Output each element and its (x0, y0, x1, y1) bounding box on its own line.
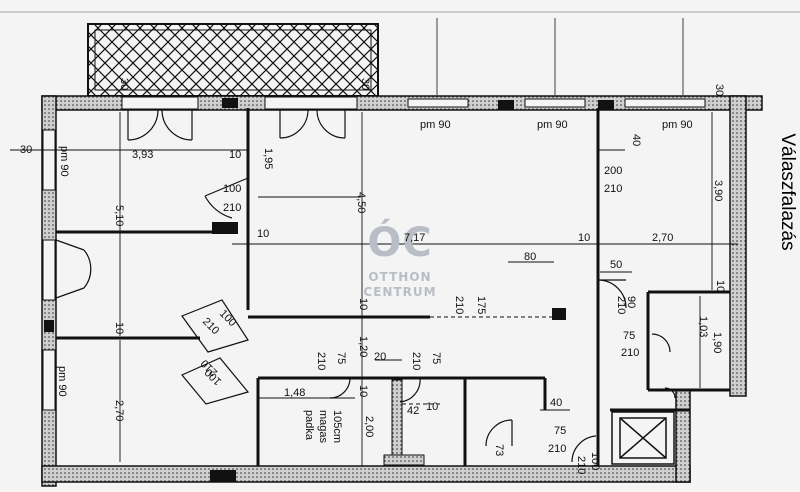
label-100-d: 100 (589, 452, 601, 470)
watermark: ÓC OTTHON CENTRUM (363, 218, 436, 299)
label-pm90-b: pm 90 (537, 119, 568, 131)
label-210-i: 210 (410, 352, 422, 370)
label-2-00: 2,00 (363, 416, 375, 437)
label-73: 73 (493, 444, 505, 456)
label-210-k: 210 (575, 456, 587, 474)
label-210-a: 210 (604, 183, 622, 195)
label-10-d: 10 (714, 280, 726, 292)
label-30-b: 30 (118, 78, 130, 90)
label-75-c: 75 (430, 352, 442, 364)
label-20: 20 (374, 351, 386, 363)
label-175: 175 (475, 296, 487, 314)
wall-openings (42, 96, 706, 411)
label-10-e: 10 (357, 298, 369, 310)
label-80: 80 (524, 251, 536, 263)
label-75-d: 75 (554, 425, 566, 437)
label-75-a: 75 (623, 330, 635, 342)
balcony (87, 23, 379, 97)
label-2-70-b: 2,70 (113, 400, 125, 421)
label-210-h: 210 (315, 352, 327, 370)
label-1-48: 1,48 (284, 387, 305, 399)
label-210-c: 210 (615, 296, 627, 314)
label-3-90: 3,90 (712, 180, 724, 201)
label-7-17: 7,17 (404, 232, 425, 244)
label-210-j: 210 (548, 443, 566, 455)
label-50: 50 (610, 259, 622, 271)
label-10-a: 10 (229, 149, 241, 161)
thresholds (402, 316, 552, 405)
label-4-50: 4,50 (355, 192, 367, 213)
label-75-b: 75 (335, 352, 347, 364)
label-1-20: 1,20 (357, 336, 369, 357)
label-30-c: 30 (359, 78, 371, 90)
label-1-03: 1,03 (697, 316, 709, 337)
label-30-a: 30 (20, 144, 32, 156)
label-40-b: 40 (550, 397, 562, 409)
elevator-shaft (611, 411, 675, 465)
reference-lines (0, 11, 800, 95)
label-5-10: 5,10 (113, 205, 125, 226)
label-magas: magas (317, 410, 329, 444)
label-210-f: 210 (453, 296, 465, 314)
label-1-90: 1,90 (711, 332, 723, 353)
drawing-title: Válaszfalazás (777, 133, 798, 250)
label-200: 200 (604, 165, 622, 177)
label-30-d: 30 (713, 84, 725, 96)
label-105cm: 105cm (331, 410, 343, 443)
label-pm90-a: pm 90 (420, 119, 451, 131)
label-10-b: 10 (257, 228, 269, 240)
label-210-d: 210 (621, 347, 639, 359)
label-10-h: 10 (426, 401, 438, 413)
label-pm90-c: pm 90 (662, 119, 693, 131)
label-90: 90 (625, 296, 637, 308)
label-pm90-left-bottom: pm 90 (56, 366, 68, 397)
label-42: 42 (407, 405, 419, 417)
label-3-93: 3,93 (132, 149, 153, 161)
label-pm90-left-top: pm 90 (58, 146, 70, 177)
dimension-labels: pm 90 pm 90 pm 90 40 30 pm 90 30 30 30 3… (20, 78, 726, 474)
dimension-lines (10, 112, 738, 466)
label-10-f: 10 (113, 322, 125, 334)
label-10-c: 10 (578, 232, 590, 244)
watermark-line1: OTTHON (368, 270, 431, 284)
watermark-line2: CENTRUM (363, 285, 436, 299)
label-2-70-a: 2,70 (652, 232, 673, 244)
columns (44, 98, 614, 482)
partitions (56, 108, 730, 466)
label-10-g: 10 (357, 385, 369, 397)
watermark-monogram: ÓC (367, 218, 432, 266)
label-padka: padka (303, 410, 315, 441)
label-1-95: 1,95 (262, 148, 274, 169)
label-210-b: 210 (223, 202, 241, 214)
label-40-top: 40 (630, 134, 642, 146)
shaft-wall (383, 379, 425, 466)
label-100-a: 100 (223, 183, 241, 195)
